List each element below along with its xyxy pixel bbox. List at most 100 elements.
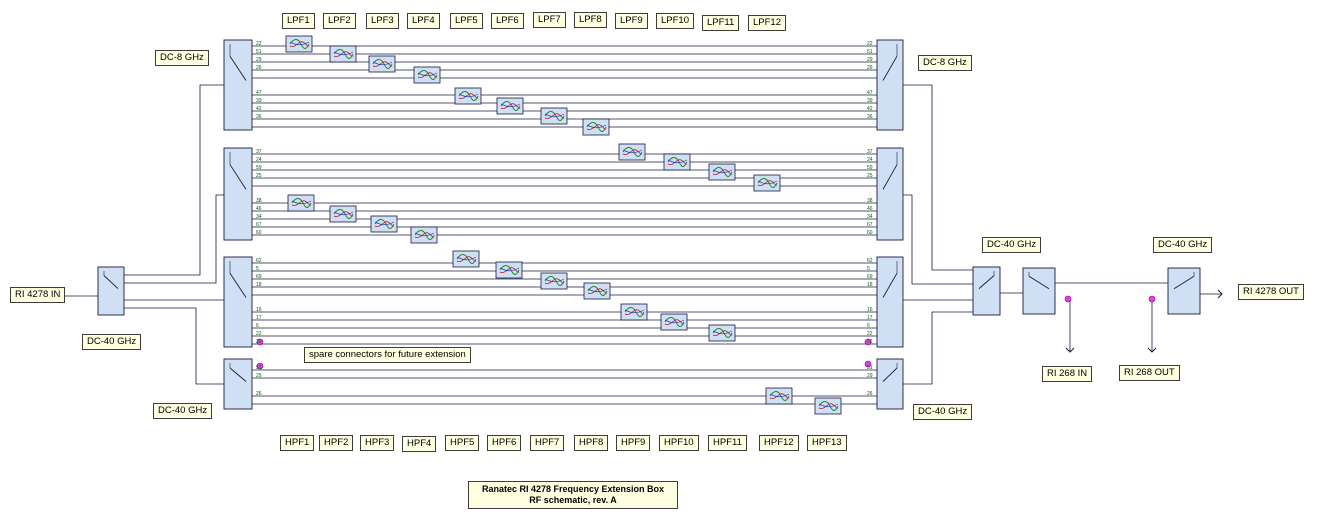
- pin-number: 51: [256, 365, 262, 371]
- switch-body: [223, 256, 253, 348]
- pin-number: 38: [867, 198, 873, 204]
- filter-block: [618, 143, 646, 161]
- filter-block: [370, 215, 398, 233]
- hpf-label: HPF2: [319, 435, 354, 451]
- switch-lever: [103, 275, 119, 289]
- pin-number: 22: [867, 41, 873, 47]
- pin-number: 51: [256, 49, 262, 55]
- pin-number: 46: [867, 206, 873, 212]
- output-connector: [1217, 289, 1223, 299]
- rf-wire: [124, 307, 224, 385]
- pin-number: 29: [256, 57, 262, 63]
- switch-body: [223, 39, 253, 131]
- switch-lever: [1173, 275, 1195, 290]
- filter-block: [329, 45, 357, 63]
- schematic-revision: RF schematic, rev. A: [529, 495, 617, 505]
- spare-port: [1148, 295, 1156, 303]
- pin-number: 59: [867, 165, 873, 171]
- pin-number: 51: [867, 49, 873, 55]
- pin-number: 60: [867, 230, 873, 236]
- left-bank-switch: [223, 39, 253, 131]
- schematic-title-block: Ranatec RI 4278 Frequency Extension Box …: [468, 481, 678, 509]
- pin-number: 46: [256, 206, 262, 212]
- pin-number: 22: [256, 41, 262, 47]
- filter-block: [620, 303, 648, 321]
- pin-number: 6: [867, 323, 870, 329]
- pin-number: 59: [256, 165, 262, 171]
- pin-number: 6: [256, 323, 259, 329]
- filter-block: [287, 194, 315, 212]
- lpf-label: LPF11: [702, 15, 740, 31]
- filter-block: [708, 324, 736, 342]
- input-switch: [97, 266, 125, 316]
- filter-block: [496, 97, 524, 115]
- pin-number: 5: [256, 266, 259, 272]
- right-bank-switch: [876, 256, 904, 348]
- pin-number: 29: [256, 373, 262, 379]
- lpf-label: LPF12: [748, 15, 786, 31]
- pin-number: 34: [867, 214, 873, 220]
- switch-body: [97, 266, 125, 316]
- port-label-aux-in: RI 268 IN: [1042, 366, 1093, 382]
- filter-block: [452, 250, 480, 268]
- hpf-label: HPF7: [530, 435, 565, 451]
- filter-block: [285, 35, 313, 53]
- pin-number: 36: [867, 114, 873, 120]
- filter-block: [454, 87, 482, 105]
- filter-block: [329, 205, 357, 223]
- aux-in-switch: [1022, 267, 1056, 315]
- pin-number: 67: [256, 222, 262, 228]
- pin-number: 22: [256, 339, 262, 345]
- pin-number: 62: [256, 258, 262, 264]
- pin-number: 26: [256, 391, 262, 397]
- lpf-label: LPF9: [615, 13, 648, 29]
- port-label-in: RI 4278 IN: [10, 287, 66, 303]
- output-switch: [1167, 267, 1201, 315]
- pin-number: 26: [256, 65, 262, 71]
- switch-label-output: DC-40 GHz: [1153, 237, 1213, 253]
- pin-number: 26: [867, 391, 873, 397]
- filter-block: [583, 282, 611, 300]
- pin-number: 62: [867, 258, 873, 264]
- left-bank-switch: [223, 358, 253, 410]
- filter-block: [814, 397, 842, 415]
- left-bank-switch: [223, 147, 253, 241]
- switch-lever: [229, 367, 247, 382]
- spare-port: [256, 362, 264, 370]
- spare-port: [864, 338, 872, 346]
- pin-number: 25: [256, 173, 262, 179]
- pin-number: 37: [867, 149, 873, 155]
- pin-number: 24: [867, 157, 873, 163]
- right-bank-switch: [876, 147, 904, 241]
- filter-block: [708, 163, 736, 181]
- pin-number: 26: [867, 65, 873, 71]
- pin-number: 22: [256, 331, 262, 337]
- switch-lever: [882, 272, 898, 298]
- rf-wire: [903, 194, 973, 285]
- switch-lever: [229, 55, 247, 81]
- switch-lever: [229, 272, 247, 298]
- switch-label-combiner: DC-40 GHz: [982, 237, 1042, 253]
- spare-connectors-note: spare connectors for future extension: [304, 347, 471, 363]
- pin-number: 25: [867, 173, 873, 179]
- pin-number: 29: [867, 373, 873, 379]
- hpf-label: HPF1: [280, 435, 315, 451]
- rf-wire: [124, 84, 224, 276]
- filter-block: [368, 55, 396, 73]
- pin-number: 42: [867, 106, 873, 112]
- hpf-label: HPF3: [360, 435, 395, 451]
- pin-number: 18: [867, 282, 873, 288]
- rf-wire: [124, 194, 224, 284]
- switch-body: [1167, 267, 1201, 315]
- pin-number: 36: [256, 114, 262, 120]
- lpf-label: LPF5: [450, 13, 483, 29]
- filter-block: [540, 272, 568, 290]
- pin-number: 51: [867, 365, 873, 371]
- rf-wire: [903, 84, 973, 271]
- pin-number: 39: [256, 98, 262, 104]
- pin-number: 22: [867, 339, 873, 345]
- lpf-label: LPF3: [366, 13, 399, 29]
- filter-block: [660, 313, 688, 331]
- lpf-label: LPF6: [491, 13, 524, 29]
